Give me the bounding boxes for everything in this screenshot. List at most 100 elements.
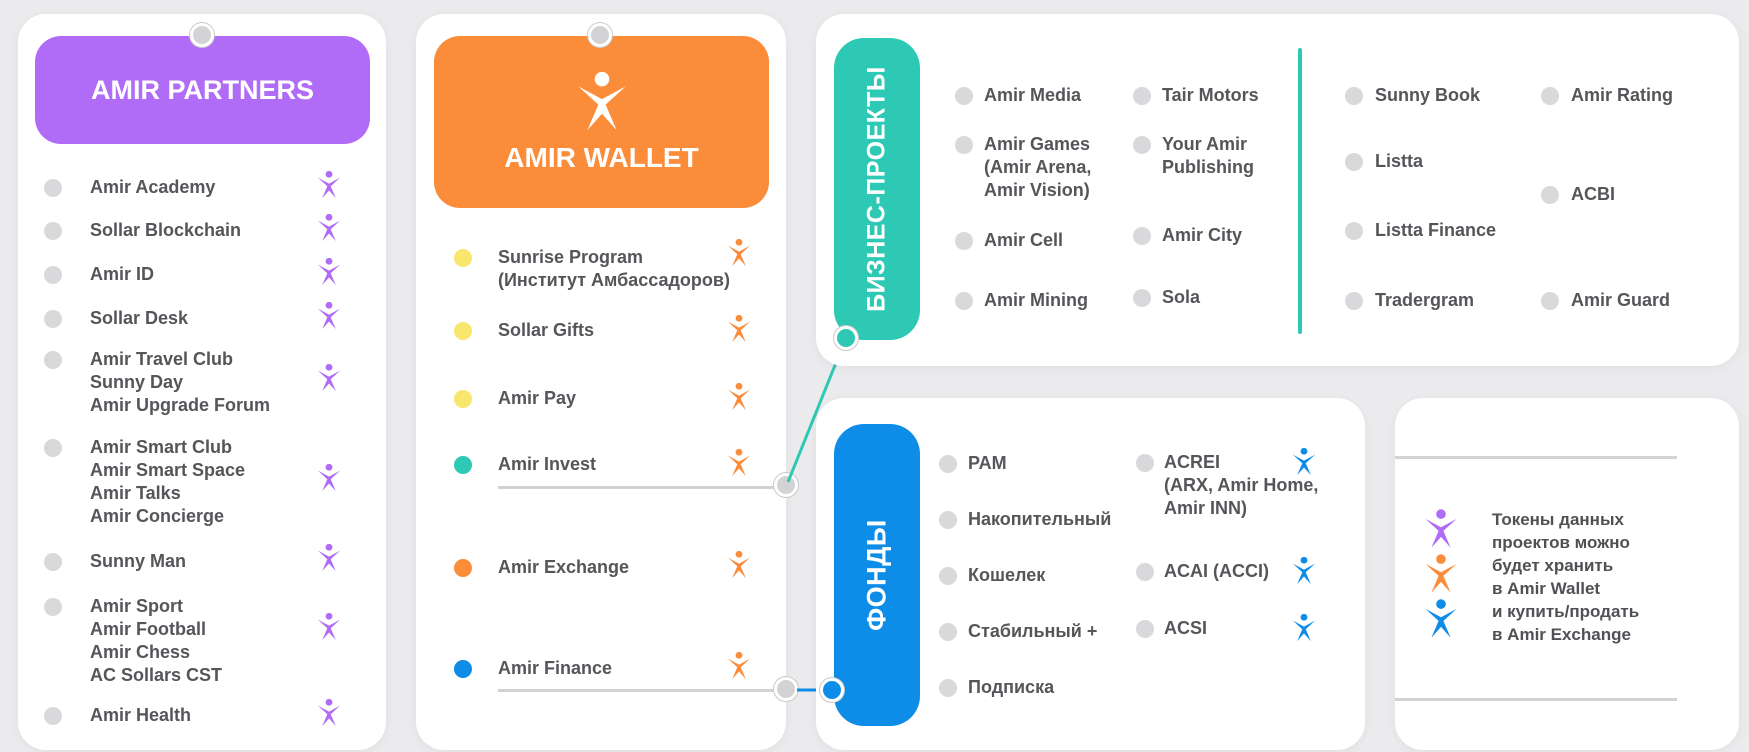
business-bullet: [1133, 227, 1151, 245]
business-title: БИЗНЕС-ПРОЕКТЫ: [862, 66, 891, 312]
partner-item[interactable]: Amir ID: [90, 264, 155, 284]
fund-item[interactable]: ACREI (ARX, Amir Home, Amir INN): [1164, 452, 1319, 518]
partner-item[interactable]: Sunny Man: [90, 551, 187, 571]
business-bullet: [1345, 222, 1363, 240]
business-item[interactable]: Amir Rating: [1571, 85, 1674, 105]
wallet-bullet: [454, 390, 472, 408]
finance-connector-knob: [774, 677, 798, 701]
legend-orange-person-icon: [1425, 554, 1457, 593]
fund-bullet: [939, 455, 957, 473]
wallet-item[interactable]: Amir Pay: [498, 388, 577, 408]
wallet-person-icon: [727, 448, 751, 477]
partner-bullet: [44, 351, 62, 369]
business-item[interactable]: Amir Cell: [984, 230, 1064, 250]
invest-connector-line: [498, 486, 786, 489]
wallet-bullet: [454, 559, 472, 577]
business-item[interactable]: Sunny Book: [1375, 85, 1481, 105]
wallet-item[interactable]: Sollar Gifts: [498, 320, 595, 340]
business-bullet: [1345, 292, 1363, 310]
fund-person-icon: [1292, 613, 1316, 642]
fund-bullet: [939, 511, 957, 529]
business-connector-knob: [834, 326, 858, 350]
wallet-connector-knob: [588, 23, 612, 47]
fund-bullet: [939, 679, 957, 697]
wallet-bullet: [454, 660, 472, 678]
business-bullet: [955, 292, 973, 310]
wallet-item[interactable]: Amir Exchange: [498, 557, 630, 577]
fund-item[interactable]: PAM: [968, 453, 1007, 473]
business-item[interactable]: Amir Guard: [1571, 290, 1671, 310]
wallet-item[interactable]: Sunrise Program (Институт Амбассадоров): [498, 247, 730, 290]
legend-blue-person-icon: [1425, 599, 1457, 638]
partner-bullet: [44, 553, 62, 571]
partner-item[interactable]: Sollar Blockchain: [90, 220, 242, 240]
partner-person-icon: [317, 170, 341, 199]
partner-person-icon: [317, 257, 341, 286]
fund-item[interactable]: Стабильный +: [968, 621, 1098, 641]
business-bullet: [955, 87, 973, 105]
business-bullet: [1541, 292, 1559, 310]
business-divider: [1298, 48, 1302, 334]
partner-person-icon: [317, 612, 341, 641]
partner-bullet: [44, 179, 62, 197]
business-item[interactable]: Amir City: [1162, 225, 1243, 245]
wallet-header: AMIR WALLET: [434, 36, 769, 208]
fund-item[interactable]: Подписка: [968, 677, 1055, 697]
partner-bullet: [44, 439, 62, 457]
business-bullet: [1133, 136, 1151, 154]
partners-title: AMIR PARTNERS: [90, 75, 314, 105]
partner-person-icon: [317, 363, 341, 392]
partner-item[interactable]: Amir Academy: [90, 177, 216, 197]
fund-bullet: [1136, 454, 1154, 472]
partner-person-icon: [317, 463, 341, 492]
business-item[interactable]: Amir Mining: [984, 290, 1088, 310]
business-item[interactable]: Tradergram: [1375, 290, 1475, 310]
partner-bullet: [44, 222, 62, 240]
partner-person-icon: [317, 301, 341, 330]
business-item[interactable]: Tair Motors: [1162, 85, 1259, 105]
partner-bullet: [44, 310, 62, 328]
fund-item[interactable]: Кошелек: [968, 565, 1046, 585]
partner-person-icon: [317, 698, 341, 727]
funds-title: ФОНДЫ: [861, 519, 892, 631]
partner-item[interactable]: Amir Sport Amir Football Amir Chess AC S…: [90, 596, 223, 685]
business-item[interactable]: ACBI: [1571, 184, 1615, 204]
business-bullet: [1133, 87, 1151, 105]
business-item[interactable]: Amir Media: [984, 85, 1082, 105]
fund-person-icon: [1292, 447, 1316, 476]
business-bullet: [955, 136, 973, 154]
partner-item[interactable]: Amir Health: [90, 705, 192, 725]
business-item[interactable]: Listta Finance: [1375, 220, 1497, 240]
fund-bullet: [939, 567, 957, 585]
business-item[interactable]: Listta: [1375, 151, 1424, 171]
wallet-person-icon: [727, 382, 751, 411]
fund-item[interactable]: ACSI: [1164, 618, 1208, 638]
partner-item[interactable]: Amir Travel Club Sunny Day Amir Upgrade …: [90, 349, 271, 415]
finance-connector-line: [498, 689, 786, 692]
wallet-item[interactable]: Amir Invest: [498, 454, 597, 474]
partners-header: AMIR PARTNERS: [35, 36, 370, 144]
legend-bottom-line: [1395, 698, 1677, 701]
wallet-bullet: [454, 249, 472, 267]
business-bullet: [1541, 87, 1559, 105]
wallet-person-icon: [727, 314, 751, 343]
wallet-person-icon: [727, 238, 751, 267]
wallet-item[interactable]: Amir Finance: [498, 658, 613, 678]
business-item[interactable]: Amir Games (Amir Arena, Amir Vision): [984, 134, 1092, 200]
fund-item[interactable]: ACAI (ACCI): [1164, 561, 1269, 581]
business-bullet: [1133, 289, 1151, 307]
partner-person-icon: [317, 213, 341, 242]
partner-bullet: [44, 266, 62, 284]
legend-purple-person-icon: [1425, 509, 1457, 548]
business-item[interactable]: Sola: [1162, 287, 1201, 307]
business-item[interactable]: Your Amir Publishing: [1162, 134, 1254, 177]
partner-item[interactable]: Sollar Desk: [90, 308, 189, 328]
partners-connector-knob: [190, 23, 214, 47]
partner-person-icon: [317, 543, 341, 572]
fund-bullet: [1136, 620, 1154, 638]
legend-text: Токены данных проектов можно будет храни…: [1492, 510, 1640, 644]
wallet-person-icon: [727, 550, 751, 579]
fund-person-icon: [1292, 556, 1316, 585]
partner-item[interactable]: Amir Smart Club Amir Smart Space Amir Ta…: [90, 437, 246, 526]
fund-item[interactable]: Накопительный: [968, 509, 1112, 529]
